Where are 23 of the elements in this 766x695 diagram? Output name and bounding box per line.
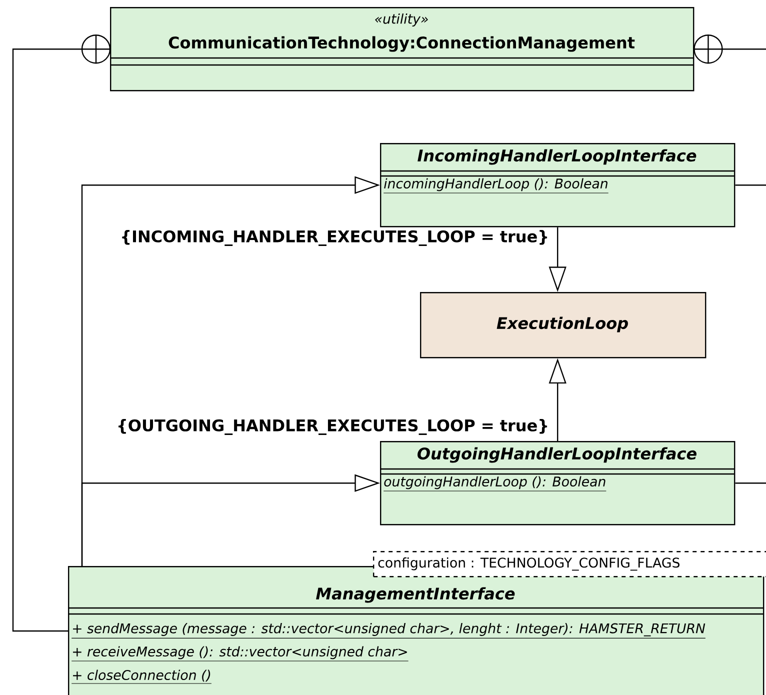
class-name: CommunicationTechnology:ConnectionManagement <box>168 36 635 52</box>
class-box <box>380 143 736 228</box>
method-text: + sendMessage (message : std::vector<unsigned char>, lenght : Integer): HAMSTER_RETURN <box>71 623 706 638</box>
connector-line <box>735 184 766 186</box>
class-box <box>420 292 706 358</box>
class-name: IncomingHandlerLoopInterface <box>418 149 696 165</box>
connector-line <box>735 482 766 484</box>
containment-line <box>694 34 766 64</box>
class-box <box>68 551 766 695</box>
stereotype-label: «utility» <box>375 14 428 26</box>
class-name: ExecutionLoop <box>496 316 628 332</box>
class-name: ManagementInterface <box>316 587 515 603</box>
containment-line <box>12 34 111 632</box>
edge-label: {OUTGOING_HANDLER_EXECUTES_LOOP = true} <box>118 419 548 435</box>
method-text: + receiveMessage (): std::vector<unsigned char> <box>71 646 409 662</box>
method-text: outgoingHandlerLoop (): Boolean <box>383 476 606 492</box>
class-box <box>110 7 694 92</box>
class-box <box>380 441 736 526</box>
method-text: incomingHandlerLoop (): Boolean <box>383 178 609 194</box>
template-parameter: configuration : TECHNOLOGY_CONFIG_FLAGS <box>378 557 680 571</box>
edge-label: {INCOMING_HANDLER_EXECUTES_LOOP = true} <box>122 230 548 246</box>
class-name: OutgoingHandlerLoopInterface <box>418 447 696 463</box>
method-text: + closeConnection () <box>71 670 212 684</box>
